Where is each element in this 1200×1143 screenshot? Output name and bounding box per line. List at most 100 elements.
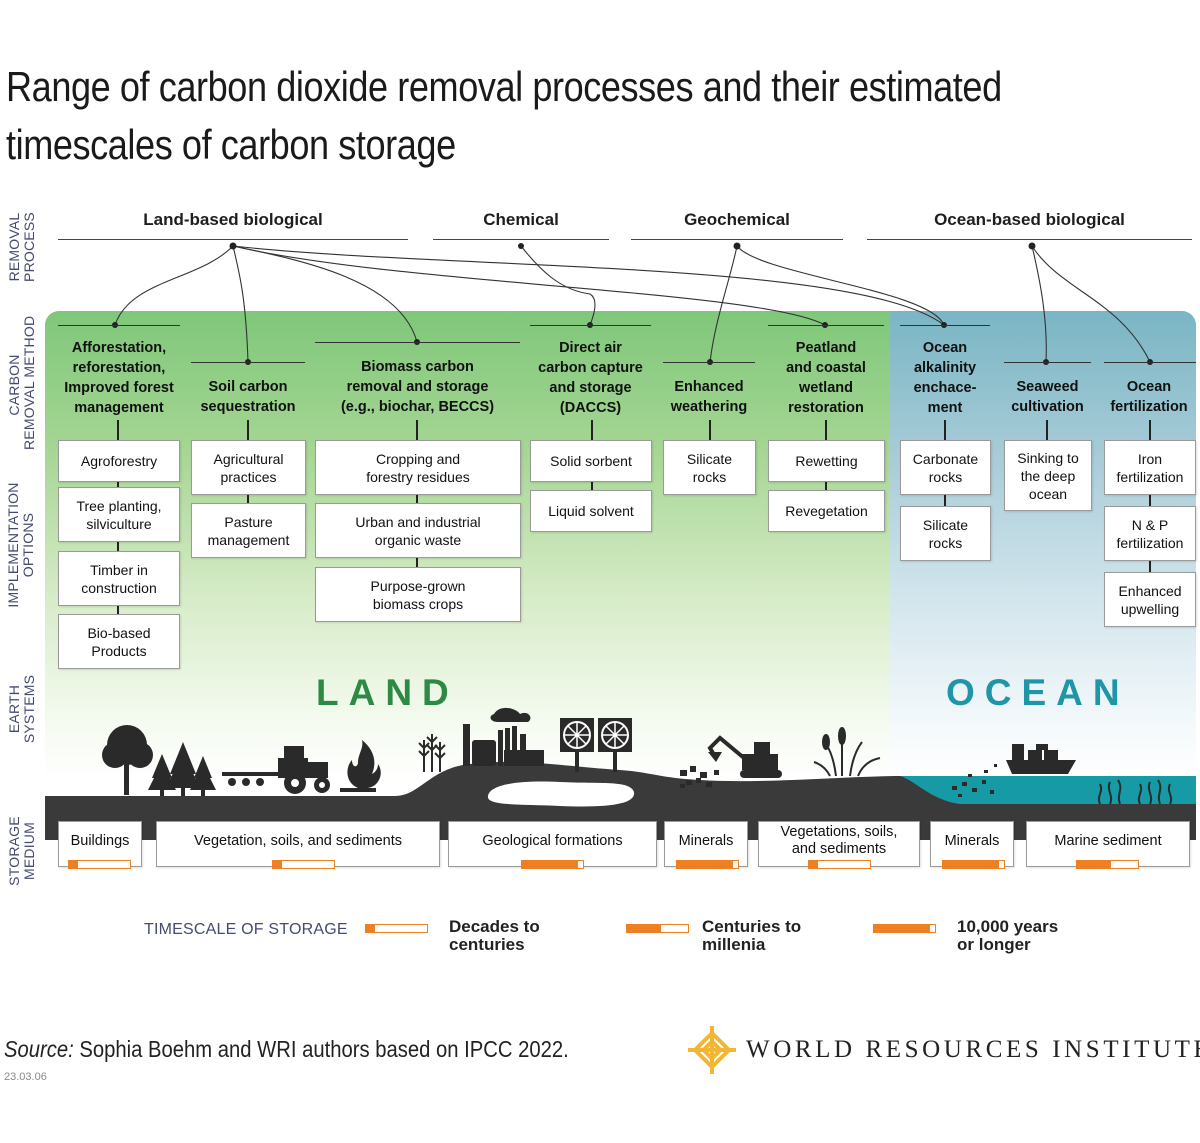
option-connector bbox=[416, 420, 418, 580]
node-dot bbox=[518, 243, 524, 249]
timescale-fill bbox=[1077, 861, 1111, 868]
option-solid-sorbent: Solid sorbent bbox=[530, 440, 652, 482]
storage-minerals-ocean: Minerals bbox=[930, 821, 1014, 869]
storage-geological-formations: Geological formations bbox=[448, 821, 657, 869]
legend-title: TIMESCALE OF STORAGE bbox=[144, 921, 348, 938]
connector-ocean-seaweed bbox=[1031, 245, 1047, 363]
timescale-bar bbox=[68, 860, 131, 869]
process-underline bbox=[631, 239, 843, 240]
storage-reservoir bbox=[487, 781, 635, 807]
timescale-fill bbox=[522, 861, 579, 868]
method-biomass: Biomass carbon removal and storage (e.g.… bbox=[340, 359, 495, 415]
option-cropping-residues: Cropping and forestry residues bbox=[315, 440, 521, 495]
earth-system-land: LAND bbox=[316, 672, 459, 713]
option-connector bbox=[1149, 420, 1151, 590]
connector-land-afforestation bbox=[114, 245, 234, 326]
legend-label-10000-years: 10,000 years or longer bbox=[957, 917, 1059, 954]
method-line bbox=[768, 325, 884, 326]
timescale-fill bbox=[677, 861, 734, 868]
method-line bbox=[1104, 362, 1196, 363]
option-enhanced-upwelling: Enhanced upwelling bbox=[1104, 572, 1196, 627]
pine-trees-icon bbox=[148, 742, 216, 796]
sea-surface bbox=[900, 776, 1196, 804]
node-dot bbox=[733, 242, 741, 250]
connector-land-soil bbox=[232, 245, 249, 363]
process-underline bbox=[433, 239, 609, 240]
node-dot bbox=[1028, 242, 1036, 250]
option-purpose-grown-crops: Purpose-grown biomass crops bbox=[315, 567, 521, 622]
timescale-bar bbox=[272, 860, 335, 869]
method-line bbox=[191, 362, 305, 363]
process-chemical: Chemical bbox=[483, 210, 559, 229]
connector-land-ocean-alk bbox=[232, 245, 945, 326]
option-bio-based-products: Bio-based Products bbox=[58, 614, 180, 669]
option-silicate-rocks-ocean: Silicate rocks bbox=[900, 506, 991, 561]
node-dot bbox=[229, 242, 237, 250]
method-soil-carbon: Soil carbon sequestration bbox=[200, 379, 296, 415]
process-ocean-based: Ocean-based biological bbox=[934, 210, 1125, 229]
method-line bbox=[315, 342, 520, 343]
factory-icon bbox=[463, 707, 544, 766]
method-daccs: Direct air carbon capture and storage (D… bbox=[538, 340, 643, 416]
connector-ocean-fertilization bbox=[1031, 245, 1151, 363]
date-stamp: 23.03.06 bbox=[4, 1071, 47, 1083]
legend-fill bbox=[627, 925, 661, 932]
connector-land-peatland bbox=[232, 245, 826, 326]
method-line bbox=[530, 325, 651, 326]
option-agricultural-practices: Agricultural practices bbox=[191, 440, 306, 495]
option-liquid-solvent: Liquid solvent bbox=[530, 490, 652, 532]
tractor-icon bbox=[222, 746, 330, 794]
tree-icon bbox=[102, 725, 153, 795]
connector-land-biomass bbox=[232, 245, 418, 343]
method-line bbox=[1004, 362, 1091, 363]
legend-bar-10000-years bbox=[873, 924, 936, 933]
process-geochemical: Geochemical bbox=[684, 210, 790, 229]
timescale-bar bbox=[676, 860, 739, 869]
timescale-bar bbox=[1076, 860, 1139, 869]
method-ocean-alkalinity: Ocean alkalinity enchace- ment bbox=[913, 340, 977, 416]
source-prefix: Source: bbox=[4, 1036, 74, 1062]
wri-logo-icon bbox=[688, 1026, 736, 1074]
excavator-icon bbox=[707, 735, 782, 778]
legend-fill bbox=[874, 925, 931, 932]
landscape-illustration bbox=[45, 707, 1196, 840]
process-land-based: Land-based biological bbox=[143, 210, 323, 229]
option-iron-fertilization: Iron fertilization bbox=[1104, 440, 1196, 495]
option-connector bbox=[1046, 420, 1048, 450]
timescale-bar bbox=[521, 860, 584, 869]
legend-bar-centuries bbox=[626, 924, 689, 933]
storage-vegetation-soils: Vegetation, soils, and sediments bbox=[156, 821, 440, 869]
option-connector bbox=[709, 420, 711, 450]
timescale-fill bbox=[943, 861, 1000, 868]
title-line-1: Range of carbon dioxide removal processe… bbox=[6, 63, 1002, 110]
method-line bbox=[58, 325, 180, 326]
option-pasture-management: Pasture management bbox=[191, 503, 306, 558]
timescale-fill bbox=[273, 861, 283, 868]
option-agroforestry: Agroforestry bbox=[58, 440, 180, 482]
fire-icon bbox=[340, 740, 381, 792]
source-text: Sophia Boehm and WRI authors based on IP… bbox=[79, 1036, 569, 1062]
method-line bbox=[663, 362, 755, 363]
ocean-rocks-icon bbox=[952, 764, 997, 797]
timescale-bar bbox=[942, 860, 1005, 869]
process-underline bbox=[867, 239, 1192, 240]
rocks-icon bbox=[680, 766, 719, 788]
option-silicate-rocks-land: Silicate rocks bbox=[663, 440, 756, 495]
method-ocean-fertilization: Ocean fertilization bbox=[1110, 379, 1188, 415]
wri-wordmark: WORLD RESOURCES INSTITUTE bbox=[746, 1036, 1200, 1063]
option-tree-planting: Tree planting, silviculture bbox=[58, 487, 180, 542]
legend-bar-decades bbox=[365, 924, 428, 933]
dac-fans-icon bbox=[560, 718, 632, 772]
connector-geo-ocean-alk bbox=[736, 245, 945, 326]
storage-marine-sediment: Marine sediment bbox=[1026, 821, 1190, 869]
storage-buildings: Buildings bbox=[58, 821, 142, 869]
option-timber-construction: Timber in construction bbox=[58, 551, 180, 606]
connector-geo-enhanced bbox=[709, 245, 738, 363]
method-line bbox=[900, 325, 990, 326]
storage-minerals-land: Minerals bbox=[664, 821, 748, 869]
legend-label-decades: Decades to centuries bbox=[449, 917, 540, 954]
title-line-2: timescales of carbon storage bbox=[6, 121, 456, 168]
timescale-fill bbox=[809, 861, 819, 868]
seaweed-icon bbox=[1097, 779, 1173, 805]
process-connectors bbox=[112, 242, 1153, 365]
